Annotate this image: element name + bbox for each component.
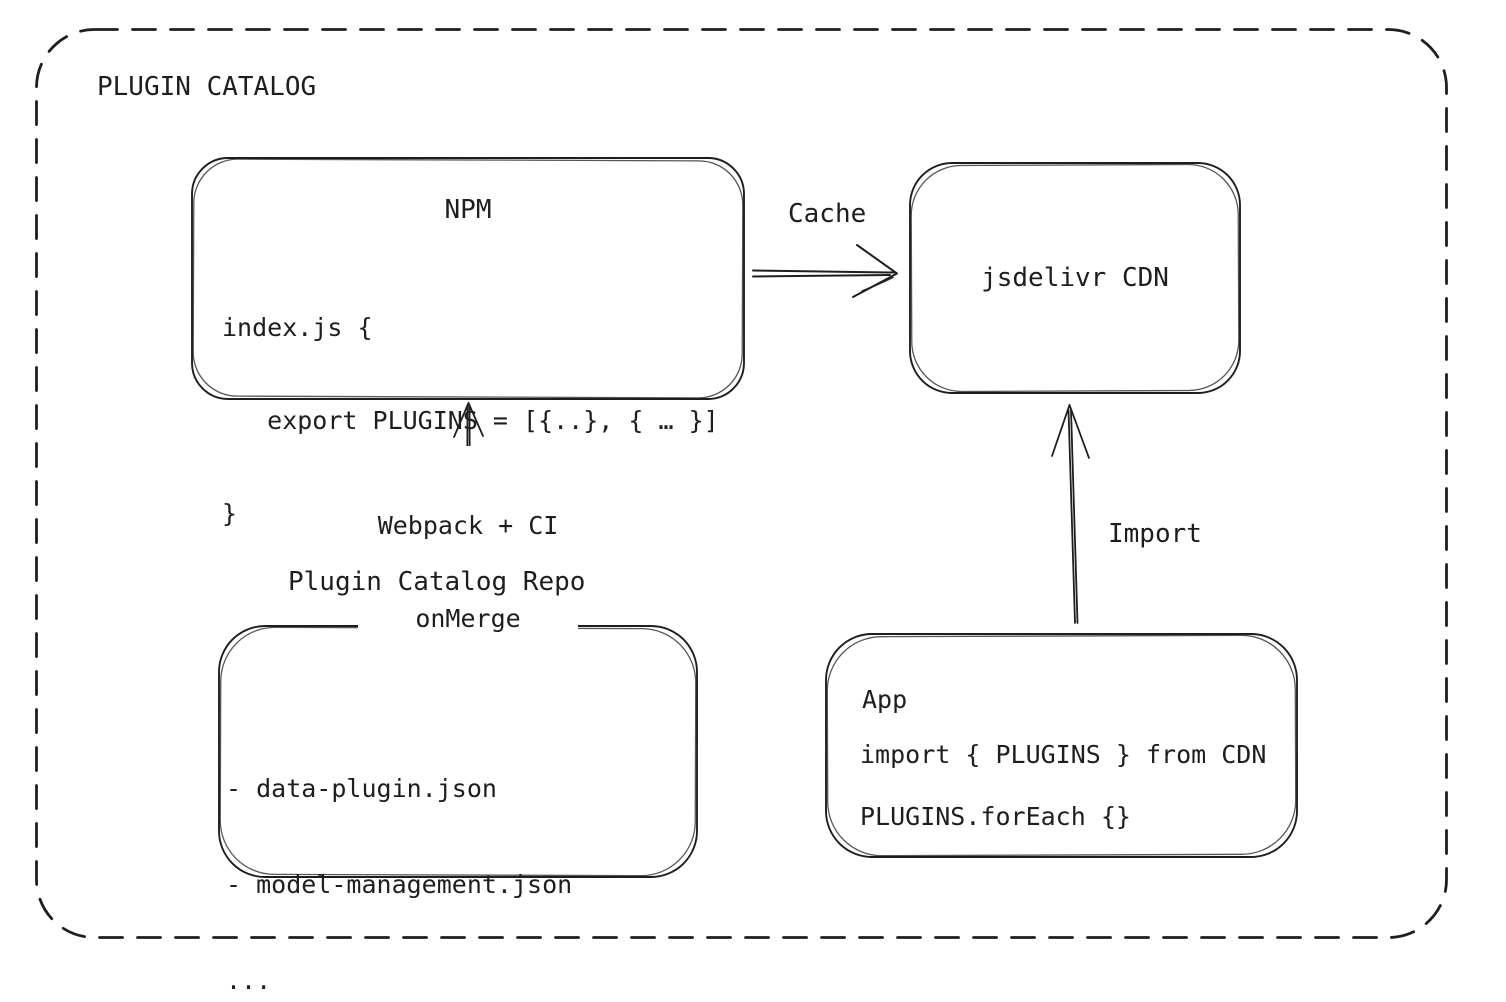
plugin-catalog-title: PLUGIN CATALOG <box>97 72 317 102</box>
app-code-line: import { PLUGINS } from CDN <box>860 740 1267 769</box>
npm-code-line: export PLUGINS = [{..}, { … }] <box>222 406 719 435</box>
repo-file-list: - data-plugin.json - model-management.js… <box>226 709 572 1002</box>
cdn-node-outline <box>909 162 1241 394</box>
app-code-line: PLUGINS.forEach {} <box>860 802 1131 831</box>
repo-file-line: - model-management.json <box>226 870 573 899</box>
plugin-catalog-frame <box>35 28 1448 939</box>
cdn-node-label: jsdelivr CDN <box>981 262 1169 293</box>
repo-file-line: ... <box>226 966 272 995</box>
repo-node-label: Plugin Catalog Repo <box>288 567 586 597</box>
import-arrow-label: Import <box>1108 519 1202 549</box>
build-arrow-label: Webpack + CI onMerge <box>358 446 578 698</box>
import-arrow <box>1051 404 1090 624</box>
cache-arrow-label: Cache <box>788 199 867 229</box>
cache-arrow <box>752 244 898 298</box>
npm-code-line: } <box>222 499 238 528</box>
build-arrow-label-line: Webpack + CI <box>377 511 559 540</box>
cdn-node: jsdelivr CDN <box>910 163 1240 393</box>
repo-file-line: - data-plugin.json <box>226 774 497 803</box>
npm-code-line: index.js { <box>222 313 373 342</box>
app-node-title: App <box>862 685 908 714</box>
npm-node-title: NPM <box>444 195 492 225</box>
build-arrow-label-line: onMerge <box>415 604 521 633</box>
npm-node-outline <box>191 157 745 400</box>
npm-code-block: index.js { export PLUGINS = [{..}, { … }… <box>222 250 719 591</box>
app-node-outline <box>825 633 1298 858</box>
